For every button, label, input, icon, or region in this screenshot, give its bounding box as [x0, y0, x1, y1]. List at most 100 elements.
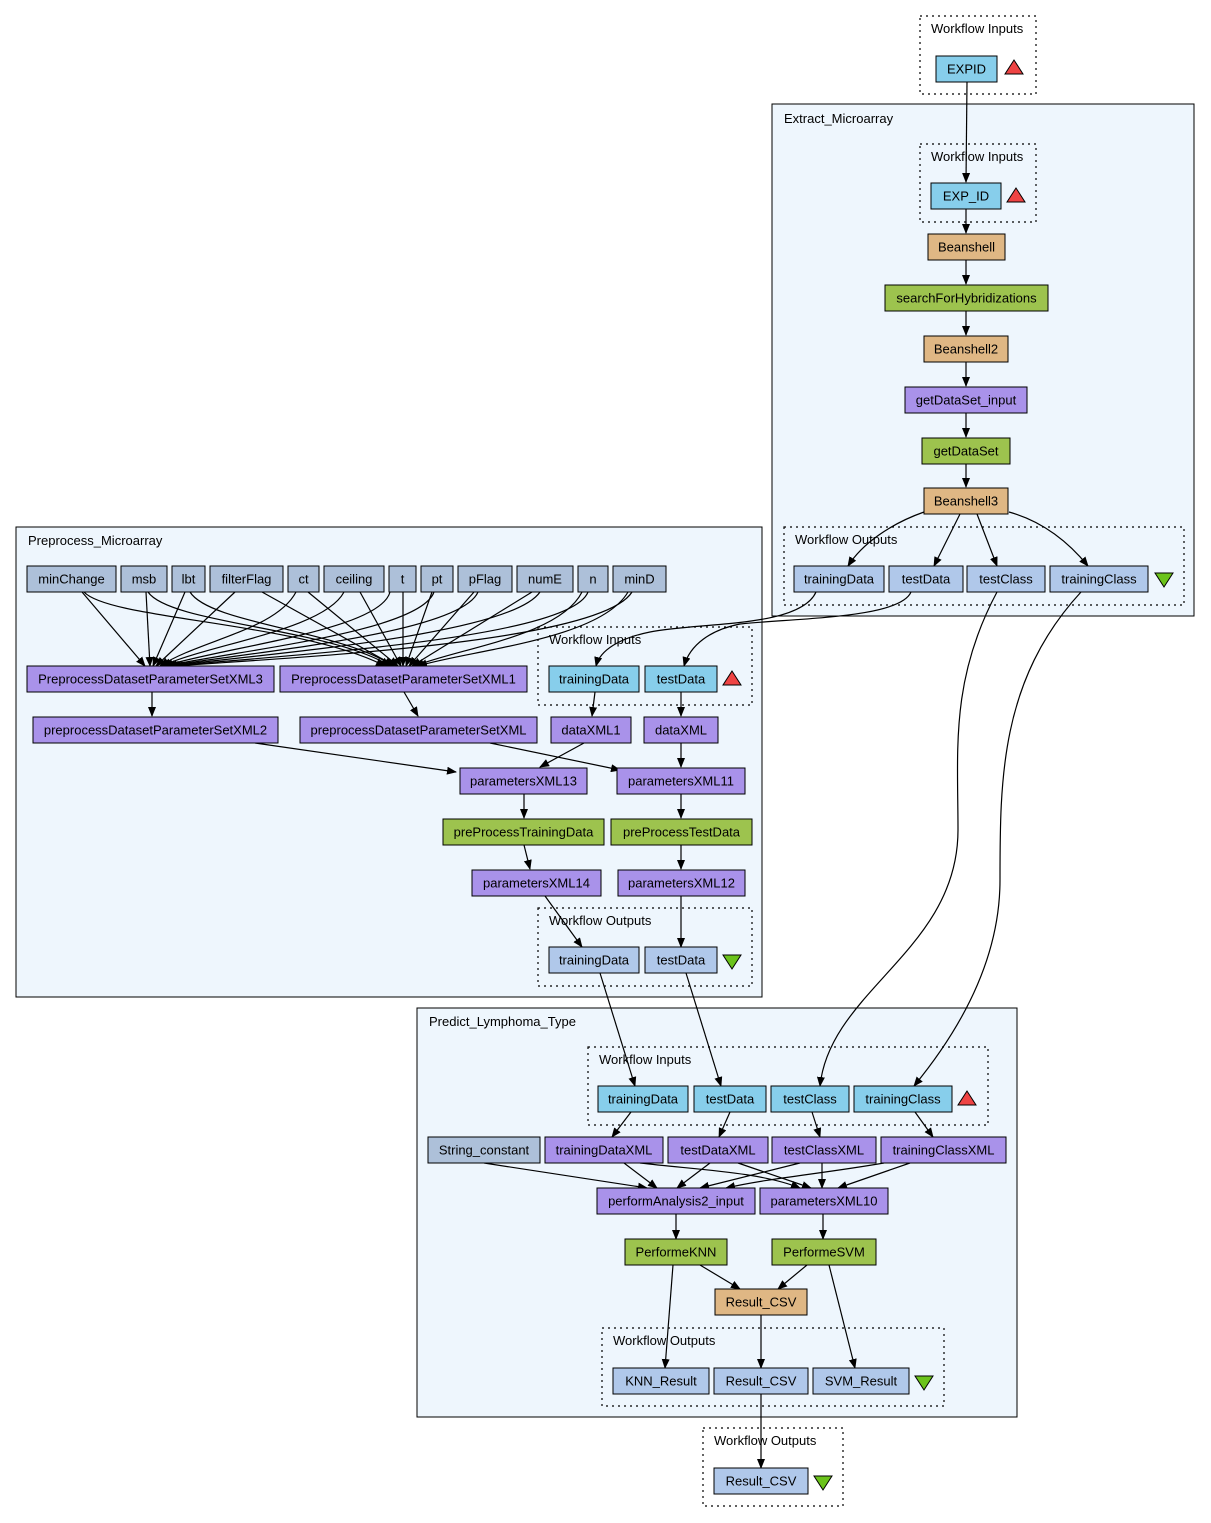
node-predict-out-result-csv[interactable]: Result_CSV	[713, 1367, 809, 1395]
svg-text:trainingData: trainingData	[608, 1092, 679, 1107]
svg-text:testData: testData	[706, 1092, 755, 1107]
node-expid[interactable]: EXPID	[935, 55, 998, 83]
node-param-nume[interactable]: numE	[516, 565, 574, 593]
input-marker-icon	[1006, 187, 1026, 203]
svg-text:dataXML1: dataXML1	[561, 723, 620, 738]
node-preprocess-out-trainingdata[interactable]: trainingData	[548, 946, 640, 974]
node-param-lbt[interactable]: lbt	[171, 565, 206, 593]
node-param-t[interactable]: t	[388, 565, 417, 593]
predict-outputs-title: Workflow Outputs	[613, 1333, 716, 1348]
node-param-minchange[interactable]: minChange	[26, 565, 117, 593]
node-parametersxml13[interactable]: parametersXML13	[459, 767, 588, 795]
svg-text:pt: pt	[432, 572, 443, 587]
node-param-pflag[interactable]: pFlag	[457, 565, 513, 593]
svg-text:t: t	[401, 572, 405, 587]
node-predict-in-trainingclass[interactable]: trainingClass	[853, 1085, 953, 1113]
node-preprocess-out-testdata[interactable]: testData	[644, 946, 718, 974]
input-marker-icon	[957, 1090, 977, 1106]
node-beanshell3[interactable]: Beanshell3	[923, 487, 1009, 515]
node-performe-svm[interactable]: PerformeSVM	[771, 1238, 877, 1266]
extract-workflow-outputs-box: Workflow Outputs	[783, 526, 1185, 606]
node-getdataset-input[interactable]: getDataSet_input	[904, 386, 1028, 414]
node-performe-knn[interactable]: PerformeKNN	[624, 1238, 728, 1266]
node-pdps-xml-lower[interactable]: preprocessDatasetParameterSetXML	[299, 716, 538, 744]
node-param-n[interactable]: n	[577, 565, 609, 593]
svg-text:Result_CSV: Result_CSV	[726, 1374, 797, 1389]
svg-text:Result_CSV: Result_CSV	[726, 1295, 797, 1310]
node-param-mind[interactable]: minD	[612, 565, 667, 593]
node-result-csv[interactable]: Result_CSV	[714, 1288, 808, 1316]
cluster-title-predict: Predict_Lymphoma_Type	[429, 1014, 576, 1029]
svg-text:PerformeSVM: PerformeSVM	[783, 1245, 865, 1260]
node-beanshell2[interactable]: Beanshell2	[923, 335, 1009, 363]
input-marker-icon	[722, 670, 742, 686]
node-pdps-xml2-lower[interactable]: preprocessDatasetParameterSetXML2	[32, 716, 279, 744]
node-predict-in-trainingdata[interactable]: trainingData	[597, 1085, 689, 1113]
node-testclassxml[interactable]: testClassXML	[771, 1136, 877, 1164]
node-parametersxml10[interactable]: parametersXML10	[759, 1187, 889, 1215]
svg-text:parametersXML11: parametersXML11	[628, 774, 734, 789]
node-param-msb[interactable]: msb	[120, 565, 168, 593]
svg-text:numE: numE	[528, 572, 562, 587]
bottom-outputs-title: Workflow Outputs	[714, 1433, 817, 1448]
node-predict-in-testdata[interactable]: testData	[693, 1085, 767, 1113]
preprocess-workflow-outputs-box: Workflow Outputs	[537, 907, 753, 987]
node-exp-id[interactable]: EXP_ID	[930, 182, 1002, 210]
node-preprocess-training-data[interactable]: preProcessTrainingData	[442, 818, 605, 846]
node-param-pt[interactable]: pt	[420, 565, 454, 593]
node-param-ct[interactable]: ct	[287, 565, 320, 593]
node-preprocess-in-testdata[interactable]: testData	[644, 665, 718, 693]
node-predict-out-knn-result[interactable]: KNN_Result	[612, 1367, 710, 1395]
preprocess-outputs-title: Workflow Outputs	[549, 913, 652, 928]
node-trainingclassxml[interactable]: trainingClassXML	[880, 1136, 1007, 1164]
node-param-ceiling[interactable]: ceiling	[323, 565, 385, 593]
predict-workflow-outputs-box: Workflow Outputs	[601, 1327, 945, 1407]
node-extract-out-trainingdata[interactable]: trainingData	[793, 565, 885, 593]
node-search-for-hybridizations[interactable]: searchForHybridizations	[884, 284, 1049, 312]
node-getdataset[interactable]: getDataSet	[921, 437, 1011, 465]
top-workflow-inputs-box: Workflow Inputs	[919, 15, 1037, 95]
node-predict-out-svm-result[interactable]: SVM_Result	[812, 1367, 910, 1395]
node-final-result-csv[interactable]: Result_CSV	[713, 1467, 809, 1495]
node-beanshell[interactable]: Beanshell	[927, 233, 1006, 261]
svg-text:preprocessDatasetParameterSetX: preprocessDatasetParameterSetXML	[310, 723, 526, 738]
node-testdataxml[interactable]: testDataXML	[667, 1136, 769, 1164]
node-trainingdataxml[interactable]: trainingDataXML	[544, 1136, 664, 1164]
svg-text:filterFlag: filterFlag	[222, 572, 272, 587]
node-extract-out-testdata[interactable]: testData	[888, 565, 964, 593]
node-extract-out-trainingclass[interactable]: trainingClass	[1049, 565, 1149, 593]
svg-text:dataXML: dataXML	[655, 723, 707, 738]
node-param-filterflag[interactable]: filterFlag	[209, 565, 284, 593]
svg-text:EXPID: EXPID	[947, 62, 986, 77]
extract-outputs-title: Workflow Outputs	[795, 532, 898, 547]
node-parametersxml12[interactable]: parametersXML12	[617, 869, 746, 897]
svg-text:preprocessDatasetParameterSetX: preprocessDatasetParameterSetXML2	[44, 723, 267, 738]
svg-text:trainingClass: trainingClass	[865, 1092, 941, 1107]
svg-text:trainingClassXML: trainingClassXML	[893, 1143, 995, 1158]
svg-text:performAnalysis2_input: performAnalysis2_input	[608, 1194, 744, 1209]
svg-text:SVM_Result: SVM_Result	[825, 1374, 898, 1389]
node-string-constant[interactable]: String_constant	[427, 1136, 541, 1164]
node-parametersxml11[interactable]: parametersXML11	[616, 767, 746, 795]
svg-text:testData: testData	[657, 672, 706, 687]
input-marker-icon	[1004, 59, 1024, 75]
svg-text:ct: ct	[298, 572, 309, 587]
node-dataxml[interactable]: dataXML	[643, 716, 719, 744]
svg-text:parametersXML10: parametersXML10	[771, 1194, 878, 1209]
svg-text:KNN_Result: KNN_Result	[625, 1374, 697, 1389]
node-preprocess-test-data[interactable]: preProcessTestData	[610, 818, 753, 846]
node-pdps-xml3[interactable]: PreprocessDatasetParameterSetXML3	[26, 665, 275, 693]
node-predict-in-testclass[interactable]: testClass	[770, 1085, 850, 1113]
preprocess-inputs-title: Workflow Inputs	[549, 632, 642, 647]
node-parametersxml14[interactable]: parametersXML14	[471, 869, 602, 897]
node-preprocess-in-trainingdata[interactable]: trainingData	[548, 665, 640, 693]
extract-workflow-inputs-box: Workflow Inputs	[919, 143, 1037, 223]
node-performanalysis2-input[interactable]: performAnalysis2_input	[596, 1187, 756, 1215]
node-pdps-xml1[interactable]: PreprocessDatasetParameterSetXML1	[279, 665, 528, 693]
svg-text:testClass: testClass	[783, 1092, 837, 1107]
svg-text:Beanshell3: Beanshell3	[934, 494, 998, 509]
top-inputs-title: Workflow Inputs	[931, 21, 1024, 36]
node-dataxml1[interactable]: dataXML1	[550, 716, 632, 744]
node-extract-out-testclass[interactable]: testClass	[966, 565, 1046, 593]
cluster-title-preprocess: Preprocess_Microarray	[28, 533, 163, 548]
